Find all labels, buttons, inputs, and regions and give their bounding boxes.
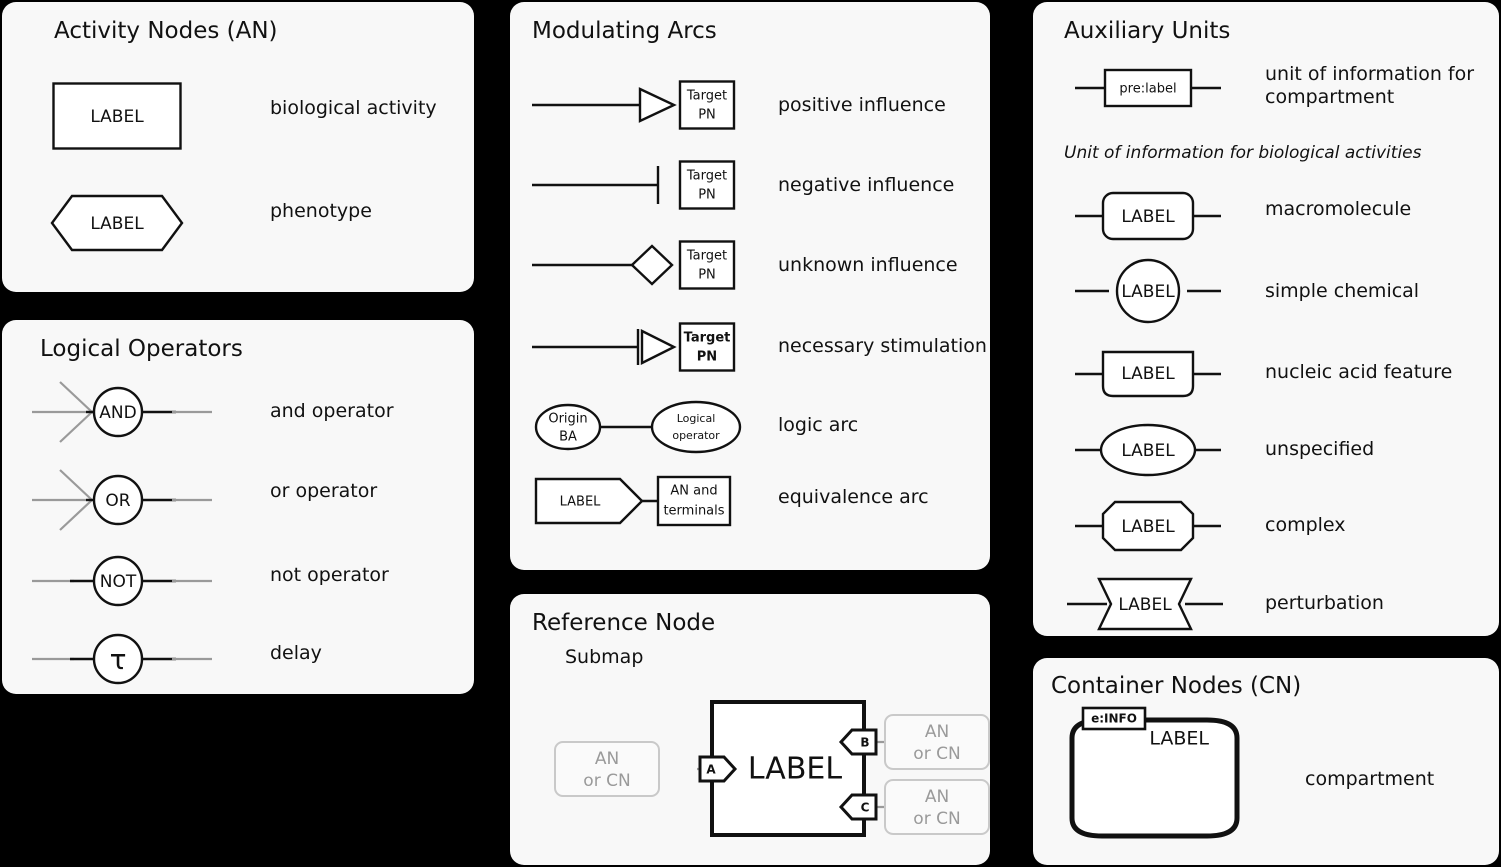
desc-uoi-line2: compartment [1265, 86, 1395, 108]
panel-logical-operators: Logical Operators AND and operator OR o [2, 320, 474, 694]
compartment-info-tag: e:INFO [1091, 712, 1137, 726]
target-pn-line1: Target [686, 169, 727, 184]
phenotype-label: LABEL [90, 214, 144, 234]
unspecified-label: LABEL [1121, 441, 1175, 461]
desc-perturbation: perturbation [1265, 592, 1384, 614]
glyph-macromolecule: LABEL [1073, 188, 1223, 244]
glyph-logic-arc: Origin BA Logical operator [528, 398, 743, 456]
not-operator-label: NOT [100, 572, 137, 592]
perturbation-label: LABEL [1118, 595, 1172, 615]
ghost-node-topright-line2: or CN [913, 744, 960, 764]
desc-logic-arc: logic arc [778, 414, 859, 436]
glyph-unknown-influence: Target PN [530, 240, 740, 290]
submap-tag-a: A [706, 763, 716, 777]
desc-negative-influence: negative influence [778, 174, 955, 196]
biological-activity-label: LABEL [90, 107, 144, 127]
submap-label: LABEL [748, 752, 842, 787]
glyph-not-operator: NOT [30, 548, 214, 614]
logic-arc-origin-line1: Origin [548, 412, 587, 427]
panel-title-auxiliary-units: Auxiliary Units [1064, 18, 1231, 44]
glyph-biological-activity: LABEL [52, 82, 182, 150]
submap-tag-b: B [860, 736, 869, 750]
ghost-node-left-line1: AN [595, 749, 619, 769]
desc-unit-of-information-compartment: unit of information for compartment [1265, 63, 1495, 109]
desc-unspecified: unspecified [1265, 438, 1375, 460]
desc-compartment: compartment [1305, 768, 1435, 790]
desc-macromolecule: macromolecule [1265, 198, 1412, 220]
glyph-necessary-stimulation: Target PN [530, 322, 740, 372]
desc-equivalence-arc: equivalence arc [778, 486, 929, 508]
desc-and-operator: and operator [270, 400, 394, 422]
glyph-negative-influence: Target PN [530, 160, 740, 210]
glyph-positive-influence: Target PN [530, 80, 740, 130]
desc-uoi-line1: unit of information for [1265, 63, 1475, 85]
macromolecule-label: LABEL [1121, 207, 1175, 227]
desc-or-operator: or operator [270, 480, 378, 502]
glyph-nucleic-acid-feature: LABEL [1073, 348, 1223, 400]
target-pn-line1: Target [686, 249, 727, 264]
desc-unknown-influence: unknown influence [778, 254, 958, 276]
target-pn-line2: PN [698, 108, 716, 123]
target-pn-line2: PN [697, 350, 717, 365]
target-pn-line2: PN [698, 188, 716, 203]
glyph-phenotype: LABEL [50, 194, 184, 252]
pre-label-text: pre:label [1119, 82, 1176, 97]
delay-operator-label: τ [110, 643, 127, 676]
logic-arc-origin-line2: BA [559, 430, 577, 445]
compartment-label: LABEL [1149, 728, 1209, 750]
ghost-node-topright-line1: AN [925, 722, 949, 742]
or-operator-label: OR [105, 491, 130, 511]
desc-positive-influence: positive influence [778, 94, 946, 116]
panel-title-logical-operators: Logical Operators [40, 336, 243, 362]
desc-complex: complex [1265, 514, 1346, 536]
glyph-equivalence-arc: LABEL AN and terminals [528, 474, 738, 528]
desc-simple-chemical: simple chemical [1265, 280, 1420, 302]
complex-label: LABEL [1121, 517, 1175, 537]
desc-phenotype: phenotype [270, 200, 372, 222]
nucleic-acid-feature-label: LABEL [1121, 364, 1175, 384]
glyph-or-operator: OR [30, 462, 214, 538]
desc-necessary-stimulation: necessary stimulation [778, 335, 987, 357]
auxiliary-units-section-heading: Unit of information for biological activ… [1064, 143, 1422, 163]
glyph-complex: LABEL [1073, 498, 1223, 554]
ghost-node-left-line2: or CN [583, 771, 630, 791]
desc-not-operator: not operator [270, 564, 389, 586]
glyph-perturbation: LABEL [1065, 576, 1225, 632]
equivalence-tag-label: LABEL [560, 495, 602, 510]
logic-arc-operator-line1: Logical [677, 412, 716, 425]
panel-title-activity-nodes: Activity Nodes (AN) [54, 18, 278, 44]
panel-title-modulating-arcs: Modulating Arcs [532, 18, 717, 44]
ghost-node-bottomright-line2: or CN [913, 809, 960, 829]
submap-tag-c: C [861, 801, 870, 815]
equivalence-target-line2: terminals [663, 504, 724, 519]
panel-container-nodes: Container Nodes (CN) LABEL e:INFO compar… [1033, 658, 1499, 865]
glyph-and-operator: AND [30, 374, 214, 450]
panel-activity-nodes: Activity Nodes (AN) LABEL biological act… [2, 2, 474, 292]
target-pn-line2: PN [698, 268, 716, 283]
panel-modulating-arcs: Modulating Arcs Target PN positive influ… [510, 2, 990, 570]
panel-title-container-nodes: Container Nodes (CN) [1051, 673, 1302, 699]
ghost-node-bottomright-line1: AN [925, 787, 949, 807]
glyph-unit-of-information-compartment: pre:label [1073, 64, 1223, 112]
reference-node-subtitle: Submap [565, 646, 644, 668]
desc-nucleic-acid-feature: nucleic acid feature [1265, 361, 1453, 383]
glyph-simple-chemical: LABEL [1073, 258, 1223, 324]
simple-chemical-label: LABEL [1121, 282, 1175, 302]
panel-auxiliary-units: Auxiliary Units pre:label unit of inform… [1033, 2, 1499, 636]
panel-reference-node: Reference Node Submap AN or CN AN or CN … [510, 594, 990, 865]
glyph-delay-operator: τ [30, 626, 214, 692]
equivalence-target-line1: AN and [670, 484, 717, 499]
desc-delay-operator: delay [270, 642, 322, 664]
panel-title-reference-node: Reference Node [532, 610, 716, 636]
desc-biological-activity: biological activity [270, 97, 437, 119]
glyph-unspecified: LABEL [1073, 422, 1223, 478]
target-pn-line1: Target [686, 89, 727, 104]
logic-arc-operator-line2: operator [672, 429, 720, 442]
glyph-compartment: LABEL e:INFO [1057, 706, 1257, 848]
target-pn-line1: Target [684, 331, 731, 346]
and-operator-label: AND [99, 403, 136, 423]
glyph-submap-diagram: AN or CN AN or CN AN or CN LABEL A B C [545, 694, 990, 844]
